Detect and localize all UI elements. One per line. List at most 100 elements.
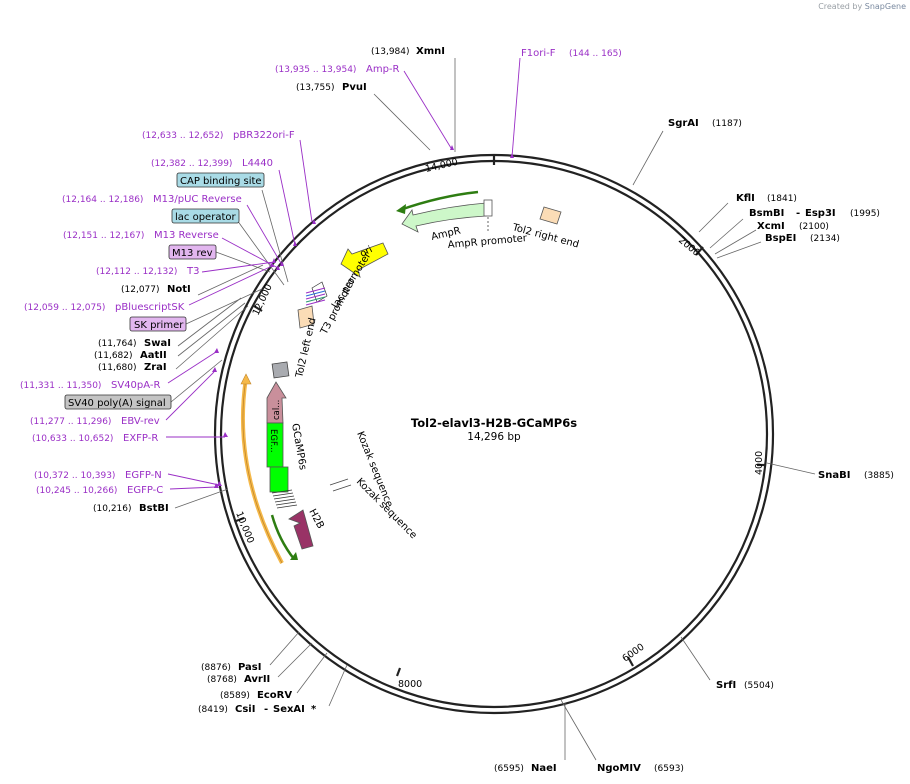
primer-m13rev-name: M13 Reverse (154, 230, 219, 241)
enzyme-kfli[interactable]: KflI (1841) (736, 193, 797, 204)
primer-lines (165, 57, 521, 490)
enzyme-naei[interactable]: (6595) NaeI (494, 763, 557, 774)
enzyme-bstbi-name: BstBI (139, 503, 169, 514)
primer-f1ori-name: F1ori-F (521, 48, 556, 59)
enzyme-pvui[interactable]: (13,755) PvuI (296, 82, 367, 93)
primer-t3[interactable]: (12,112 .. 12,132) T3 (96, 266, 199, 277)
tol2-right-block (539, 206, 562, 225)
gcamp-stripes (271, 489, 298, 509)
enzyme-aatii-name: AatII (140, 350, 167, 361)
primer-ebvrev[interactable]: (11,277 .. 11,296) EBV-rev (30, 416, 160, 427)
primer-m13puc-range: (12,164 .. 12,186) (62, 195, 143, 205)
enzyme-bstbi-pos: (10,216) (93, 504, 132, 514)
primer-sv40pa[interactable]: (11,331 .. 11,350) SV40pA-R (20, 380, 160, 391)
feature-ori[interactable]: ori (340, 242, 389, 278)
enzyme-noti-pos: (12,077) (121, 285, 160, 295)
enzyme-avrii[interactable]: (8768) AvrII (207, 674, 270, 685)
green-arc-head (290, 552, 298, 560)
primer-m13rev[interactable]: (12,151 .. 12,167) M13 Reverse (63, 230, 219, 241)
snapgene-logo: SnapGene (864, 2, 906, 11)
enzyme-bsmbi-pos: (1995) (850, 209, 880, 219)
enzyme-snabi[interactable]: SnaBI (3885) (818, 470, 894, 481)
primer-f1ori[interactable]: F1ori-F (144 .. 165) (521, 48, 622, 59)
skprimer-label: SK primer (134, 320, 184, 331)
m13rev-label: M13 rev (172, 248, 213, 259)
primer-sv40pa-range: (11,331 .. 11,350) (20, 381, 101, 391)
enzyme-aatii[interactable]: (11,682) AatII (94, 350, 167, 361)
enzyme-zrai[interactable]: (11,680) ZraI (98, 362, 167, 373)
kozak-leader-2 (332, 484, 352, 492)
primer-l4440[interactable]: (12,382 .. 12,399) L4440 (151, 158, 273, 169)
enzyme-csii[interactable]: (8419) CsiI - SexAI * (198, 704, 317, 715)
feature-kozak[interactable]: Kozak sequence Kozak sequence (329, 430, 419, 541)
tol2-left-block (297, 305, 315, 329)
enzyme-naei-name: NaeI (531, 763, 557, 774)
enzyme-csii-pos: (8419) (198, 705, 228, 715)
m13rev-box (168, 244, 217, 260)
gcamp6s-label: GCaMP6s (289, 423, 308, 471)
enzyme-ngomiv[interactable]: NgoMIV (6593) (597, 763, 684, 774)
tol2-left-label: Tol2 left end (294, 317, 319, 380)
feature-h2b[interactable]: H2B (288, 507, 326, 550)
enzyme-bsmbi-name: BsmBI (749, 208, 784, 219)
primer-pbluescriptsk[interactable]: (12,059 .. 12,075) pBluescriptSK (24, 302, 185, 313)
primer-pbsk-range: (12,059 .. 12,075) (24, 303, 105, 313)
enzyme-ecorv-name: EcoRV (257, 690, 292, 701)
ampr-promoter-block (483, 199, 493, 217)
primer-f1ori-range: (144 .. 165) (569, 49, 622, 59)
enzyme-swai[interactable]: (11,764) SwaI (98, 338, 171, 349)
sv40-polya-block[interactable] (271, 361, 290, 379)
enzyme-xmni-name: XmnI (416, 46, 445, 57)
feature-sv40-signal[interactable]: SV40 poly(A) signal (64, 394, 172, 410)
plasmid-name: Tol2-elavl3-H2B-GCaMP6s (411, 416, 577, 430)
enzyme-noti[interactable]: (12,077) NotI (121, 284, 191, 295)
enzyme-srfi[interactable]: SrfI (5504) (716, 680, 774, 691)
enzyme-sexai-star: * (311, 704, 317, 715)
enzyme-aatii-pos: (11,682) (94, 351, 133, 361)
lacop-box (171, 208, 240, 224)
primer-m13puc[interactable]: (12,164 .. 12,186) M13/pUC Reverse (62, 194, 242, 205)
enzyme-xmni[interactable]: (13,984) XmnI (371, 46, 445, 57)
primer-exfp[interactable]: (10,633 .. 10,652) EXFP-R (32, 433, 158, 444)
enzyme-pasi[interactable]: (8876) PasI (201, 662, 261, 673)
ampr-arrow (401, 202, 487, 233)
tick-4000: 4000 (754, 451, 765, 475)
enzyme-csii-name: CsiI (235, 704, 255, 715)
primer-egfpc[interactable]: (10,245 .. 10,266) EGFP-C (36, 485, 163, 496)
primer-ampr-name: Amp-R (366, 64, 400, 75)
primer-t3-range: (12,112 .. 12,132) (96, 267, 177, 277)
feature-gcamp6s[interactable]: cal... EGF... GCaMP6s (266, 381, 308, 509)
enzyme-bsmbi[interactable]: BsmBI - Esp3I (1995) (749, 208, 880, 219)
enzyme-bsmbi-sep: - (796, 208, 800, 219)
enzyme-esp3i-name: Esp3I (805, 208, 836, 219)
enzyme-csii-sep: - (264, 704, 268, 715)
feature-sk-primer[interactable]: SK primer (129, 316, 187, 332)
primer-pbsk-name: pBluescriptSK (115, 302, 185, 313)
enzyme-xcmi-name: XcmI (757, 221, 785, 232)
feature-tol2-left[interactable]: Tol2 left end (294, 305, 319, 380)
sv40sig-label: SV40 poly(A) signal (68, 398, 166, 409)
enzyme-bstbi[interactable]: (10,216) BstBI (93, 503, 169, 514)
orange-arc-head (240, 373, 252, 385)
primer-pbr322[interactable]: (12,633 .. 12,652) pBR322ori-F (142, 130, 295, 141)
enzyme-pvui-pos: (13,755) (296, 83, 335, 93)
enzyme-sgrai-name: SgrAI (668, 118, 699, 129)
enzyme-zrai-pos: (11,680) (98, 363, 137, 373)
enzyme-bspei[interactable]: BspEI (2134) (765, 233, 840, 244)
feature-lac-operator[interactable]: lac operator (171, 208, 240, 224)
enzyme-pasi-pos: (8876) (201, 663, 231, 673)
feature-ampr[interactable]: AmpR AmpR promoter (401, 199, 528, 251)
enzyme-naei-pos: (6595) (494, 764, 524, 774)
h2b-arrow (288, 509, 314, 550)
primer-ampr[interactable]: (13,935 .. 13,954) Amp-R (275, 64, 400, 75)
primer-egfpn-range: (10,372 .. 10,393) (34, 471, 115, 481)
enzyme-sgrai[interactable]: SgrAI (1187) (668, 118, 742, 129)
primer-egfpn[interactable]: (10,372 .. 10,393) EGFP-N (34, 470, 162, 481)
egf-label: EGF... (268, 429, 278, 453)
tick-2000: 2000 (676, 235, 702, 259)
feature-m13-rev[interactable]: M13 rev (168, 244, 217, 260)
promoter-stripes (305, 287, 326, 306)
enzyme-ecorv[interactable]: (8589) EcoRV (220, 690, 292, 701)
enzyme-xcmi[interactable]: XcmI (2100) (757, 221, 829, 232)
feature-cap-binding-site[interactable]: CAP binding site (176, 172, 265, 188)
